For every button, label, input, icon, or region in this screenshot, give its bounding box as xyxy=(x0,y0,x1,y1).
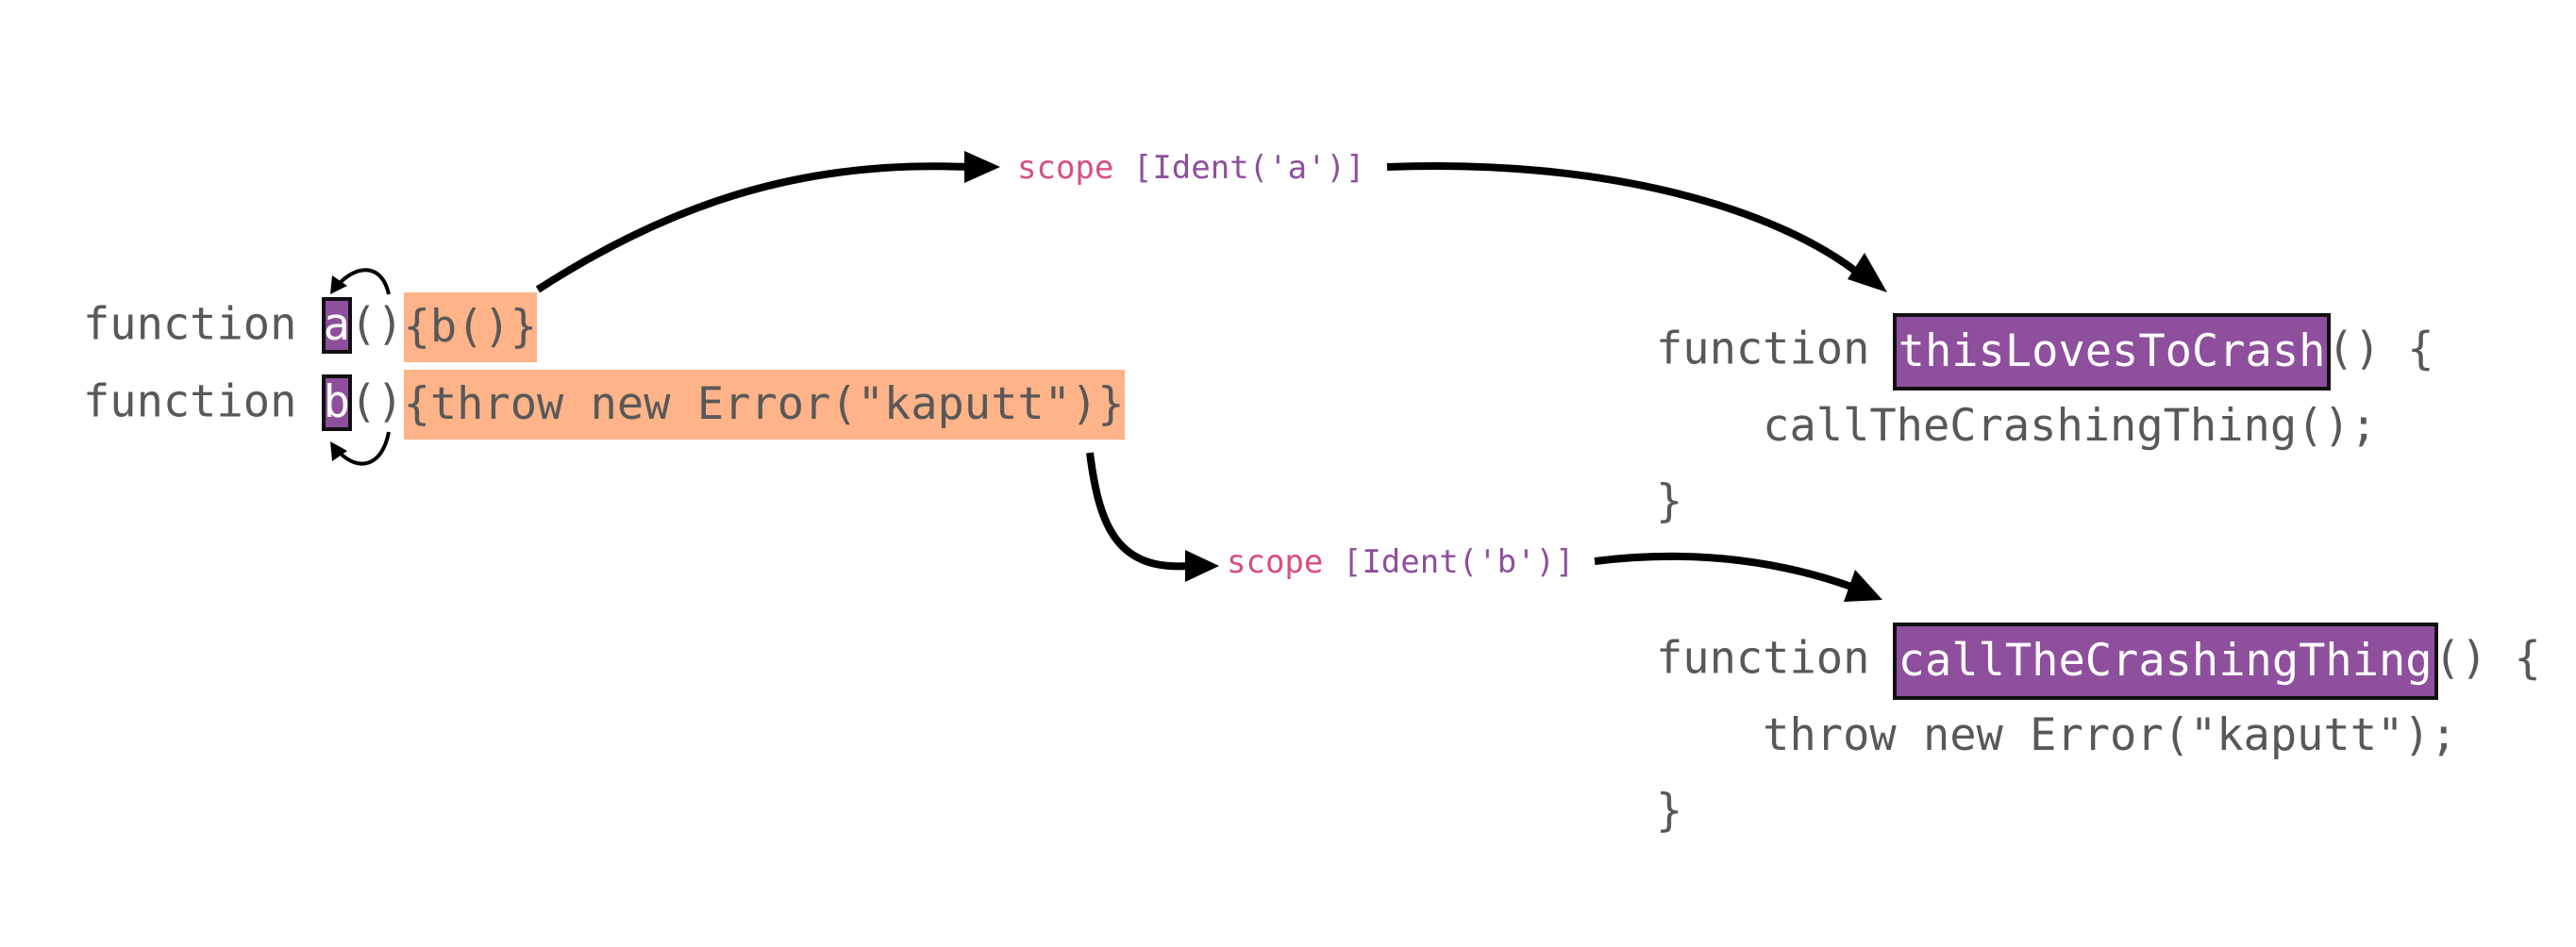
body-b: {throw new Error("kaputt")} xyxy=(403,370,1125,440)
signature-rest: () { xyxy=(2327,323,2434,375)
ident-callTheCrashingThing: callTheCrashingThing xyxy=(1892,623,2438,700)
arrow-b-to-scope xyxy=(1086,452,1190,571)
right-top-body: callTheCrashingThing(); xyxy=(1656,400,2378,452)
scope-value: [Ident('a')] xyxy=(1132,149,1365,187)
arrowhead-rename-a xyxy=(1848,253,1887,292)
ident-thisLovesToCrash: thisLovesToCrash xyxy=(1892,313,2332,390)
arrow-scope-a-to-rename xyxy=(1386,161,1862,277)
right-bottom-signature: function callTheCrashingThing() { xyxy=(1656,623,2541,700)
scope-label-a: scope [Ident('a')] xyxy=(1017,149,1364,187)
scope-value: [Ident('b')] xyxy=(1342,543,1575,581)
keyword-function: function xyxy=(1656,632,1870,685)
ident-a: a xyxy=(321,296,352,354)
loop-arrowhead-a xyxy=(330,275,347,294)
left-code-line-1: function a(){b()} xyxy=(83,292,538,362)
keyword-function: function xyxy=(83,375,297,428)
scope-label-b: scope [Ident('b')] xyxy=(1227,543,1574,581)
ident-b: b xyxy=(321,374,352,431)
right-top-close: } xyxy=(1656,475,1683,527)
keyword-function: function xyxy=(83,298,297,351)
scope-keyword: scope xyxy=(1017,149,1114,187)
right-bottom-close: } xyxy=(1656,785,1683,837)
right-bottom-body: throw new Error("kaputt"); xyxy=(1656,709,2457,761)
scope-keyword: scope xyxy=(1227,543,1324,581)
arrow-scope-b-to-rename xyxy=(1594,552,1853,590)
loop-arrowhead-b xyxy=(330,441,347,461)
left-code-line-2: function b(){throw new Error("kaputt")} xyxy=(83,370,1125,440)
keyword-function: function xyxy=(1656,323,1870,375)
arrowhead-scope-a xyxy=(964,151,1000,183)
loop-arrow-a xyxy=(338,268,391,295)
loop-arrow-b xyxy=(338,431,391,466)
arrow-a-to-scope xyxy=(535,162,968,293)
arrowhead-scope-b xyxy=(1185,550,1219,582)
parens: () xyxy=(349,298,404,351)
arrowhead-rename-b xyxy=(1844,570,1882,602)
body-a: {b()} xyxy=(403,292,538,362)
parens: () xyxy=(349,375,404,428)
right-top-signature: function thisLovesToCrash() { xyxy=(1656,313,2434,390)
signature-rest: () { xyxy=(2434,632,2541,685)
